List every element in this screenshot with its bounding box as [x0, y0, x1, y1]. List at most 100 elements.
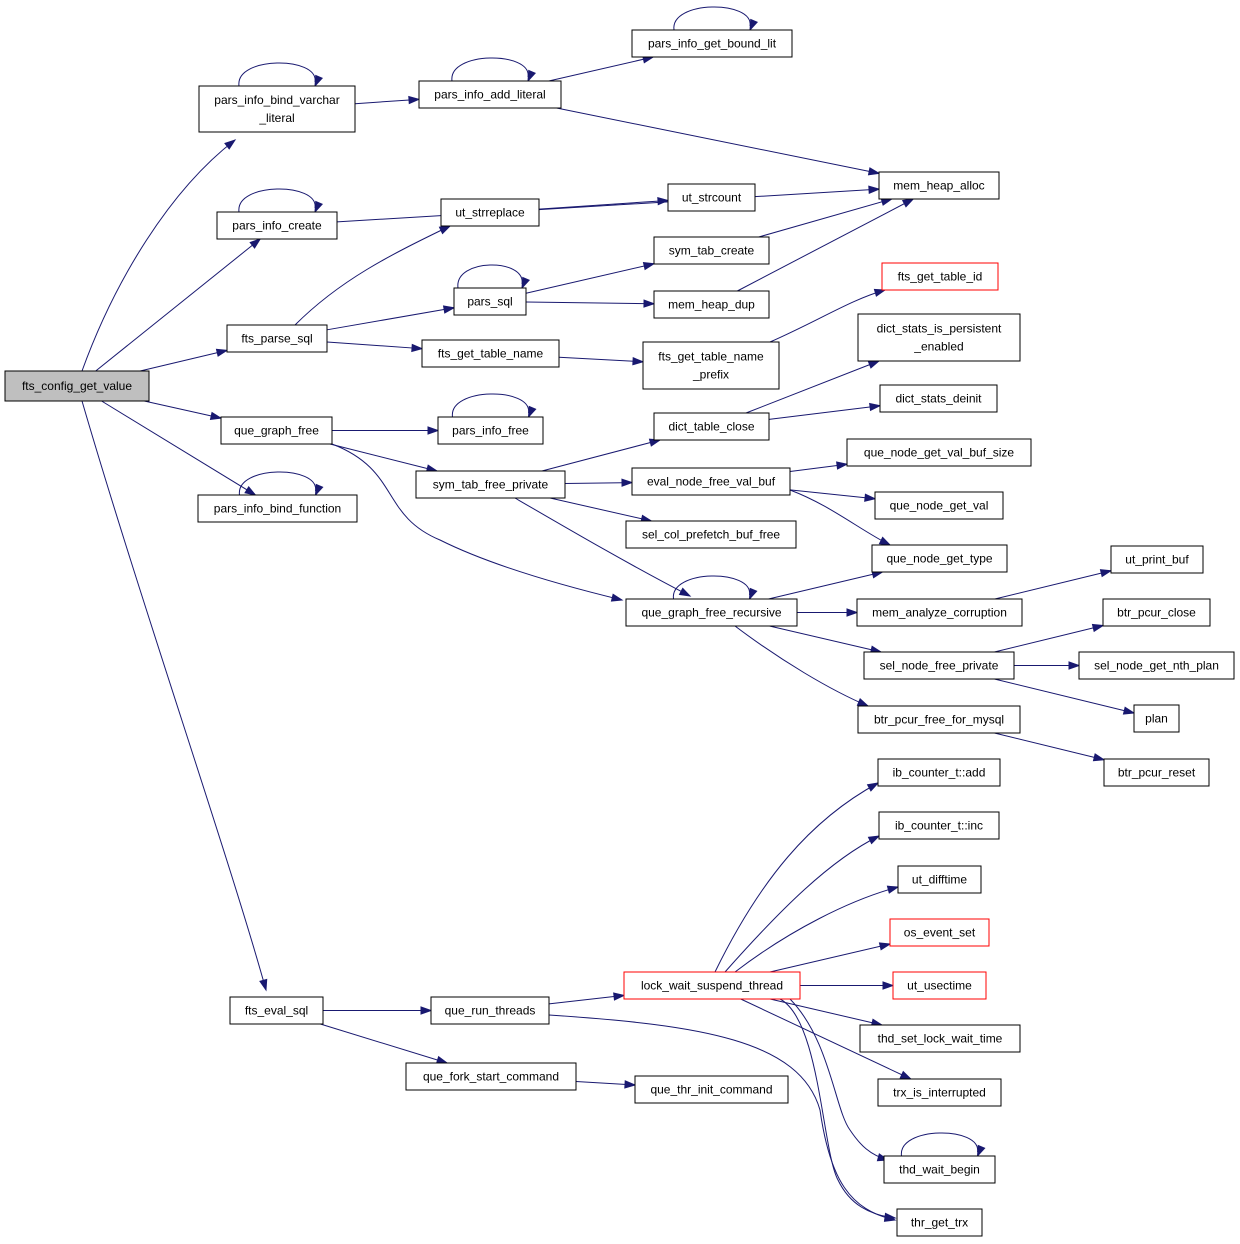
node-label: os_event_set	[904, 926, 976, 940]
node-box	[892, 971, 987, 1000]
call-edge	[672, 575, 751, 600]
node-sel-node-free-private[interactable]: sel_node_free_private	[863, 651, 1015, 680]
node-que-node-get-val-buf-size[interactable]: que_node_get_val_buf_size	[846, 438, 1032, 467]
node-pars-info-free[interactable]: pars_info_free	[437, 416, 544, 445]
node-sel-node-get-nth-plan[interactable]: sel_node_get_nth_plan	[1078, 651, 1235, 680]
node-label: btr_pcur_free_for_mysql	[874, 713, 1004, 727]
call-edge	[538, 199, 669, 210]
node-btr-pcur-close[interactable]: btr_pcur_close	[1102, 598, 1211, 627]
node-label: btr_pcur_close	[1117, 606, 1196, 620]
node-box	[226, 324, 328, 353]
node-box	[1133, 704, 1180, 733]
edge-arrowhead	[1099, 569, 1113, 578]
node-ut-strcount[interactable]: ut_strcount	[667, 183, 756, 212]
node-ib-counter-t-inc[interactable]: ib_counter_t::inc	[878, 811, 1000, 840]
edge-arrowhead	[621, 478, 634, 487]
call-edge	[238, 471, 317, 496]
node-eval-node-free-val-buf[interactable]: eval_node_free_val_buf	[631, 467, 791, 496]
edge-arrowhead	[846, 608, 859, 617]
node-dict-stats-deinit[interactable]: dict_stats_deinit	[879, 384, 998, 413]
node-pars-info-get-bound-lit[interactable]: pars_info_get_bound_lit	[631, 29, 793, 58]
node-dict-table-close[interactable]: dict_table_close	[653, 412, 770, 441]
node-label: fts_get_table_name	[658, 350, 764, 364]
node-box	[418, 80, 562, 109]
node-que-node-get-type[interactable]: que_node_get_type	[871, 544, 1008, 573]
node-fts-config-get-value[interactable]: fts_config_get_value	[4, 370, 150, 402]
node-fts-get-table-name-prefix[interactable]: fts_get_table_name_prefix	[642, 341, 780, 390]
call-edge	[769, 943, 891, 973]
node-label: ut_difftime	[912, 873, 967, 887]
node-label: fts_eval_sql	[245, 1004, 308, 1018]
call-edge	[548, 994, 625, 1005]
node-plan[interactable]: plan	[1133, 704, 1180, 733]
node-trx-is-interrupted[interactable]: trx_is_interrupted	[877, 1078, 1002, 1107]
node-box	[1110, 545, 1204, 574]
node-sel-col-prefetch-buf-free[interactable]: sel_col_prefetch_buf_free	[625, 520, 797, 549]
node-box	[846, 438, 1032, 467]
node-box	[871, 544, 1008, 573]
edge-arrowhead	[901, 198, 915, 208]
edge-arrowhead	[867, 167, 881, 176]
edge-arrowhead	[678, 587, 692, 597]
node-que-graph-free-recursive[interactable]: que_graph_free_recursive	[625, 598, 798, 627]
node-mem-analyze-corruption[interactable]: mem_analyze_corruption	[856, 598, 1023, 627]
node-box	[878, 171, 1000, 200]
edge-arrowhead	[856, 698, 870, 707]
node-fts-parse-sql[interactable]: fts_parse_sql	[226, 324, 328, 353]
edge-arrowhead	[866, 782, 880, 792]
node-thd-wait-begin[interactable]: thd_wait_begin	[883, 1155, 996, 1184]
node-label: mem_heap_alloc	[893, 179, 984, 193]
node-pars-info-bind-varchar-literal[interactable]: pars_info_bind_varchar_literal	[198, 85, 356, 133]
node-box	[220, 416, 333, 445]
node-btr-pcur-free-for-mysql[interactable]: btr_pcur_free_for_mysql	[857, 705, 1021, 734]
node-os-event-set[interactable]: os_event_set	[889, 918, 990, 947]
node-label: pars_info_create	[232, 219, 322, 233]
node-dict-stats-is-persistent-enabled[interactable]: dict_stats_is_persistent_enabled	[857, 313, 1021, 362]
node-box	[653, 290, 770, 319]
node-que-node-get-val[interactable]: que_node_get_val	[874, 491, 1004, 520]
node-label: que_graph_free	[234, 424, 319, 438]
call-edge	[734, 625, 869, 707]
node-fts-get-table-id[interactable]: fts_get_table_id	[881, 262, 999, 291]
call-edge	[514, 497, 691, 597]
function-nodes: fts_config_get_value pars_info_bind_varch…	[4, 29, 1235, 1237]
node-pars-sql[interactable]: pars_sql	[453, 287, 527, 316]
node-mem-heap-dup[interactable]: mem_heap_dup	[653, 290, 770, 319]
node-label: eval_node_free_val_buf	[647, 475, 776, 489]
node-fts-get-table-name[interactable]: fts_get_table_name	[421, 339, 560, 368]
node-box	[1078, 651, 1235, 680]
node-pars-info-create[interactable]: pars_info_create	[216, 211, 338, 240]
node-pars-info-bind-function[interactable]: pars_info_bind_function	[197, 494, 358, 523]
node-pars-info-add-literal[interactable]: pars_info_add_literal	[418, 80, 562, 109]
edge-arrowhead	[209, 411, 223, 420]
call-edge	[451, 57, 529, 82]
node-ut-usectime[interactable]: ut_usectime	[892, 971, 987, 1000]
node-ut-strreplace[interactable]: ut_strreplace	[440, 198, 540, 227]
node-box	[859, 1024, 1021, 1053]
edge-arrowhead	[314, 483, 324, 497]
call-edge	[556, 107, 880, 174]
node-que-thr-init-command[interactable]: que_thr_init_command	[634, 1075, 789, 1104]
node-que-fork-start-command[interactable]: que_fork_start_command	[405, 1062, 577, 1091]
node-label: trx_is_interrupted	[893, 1086, 986, 1100]
node-ib-counter-t-add[interactable]: ib_counter_t::add	[877, 758, 1001, 787]
node-mem-heap-alloc[interactable]: mem_heap_alloc	[878, 171, 1000, 200]
node-que-graph-free[interactable]: que_graph_free	[220, 416, 333, 445]
edge-arrowhead	[314, 200, 324, 214]
node-box	[1103, 758, 1210, 787]
call-edge	[769, 625, 882, 653]
node-ut-print-buf[interactable]: ut_print_buf	[1110, 545, 1204, 574]
node-thr-get-trx[interactable]: thr_get_trx	[896, 1208, 983, 1237]
node-btr-pcur-reset[interactable]: btr_pcur_reset	[1103, 758, 1210, 787]
node-label: lock_wait_suspend_thread	[641, 979, 783, 993]
node-label: fts_get_table_id	[898, 270, 983, 284]
node-lock-wait-suspend-thread[interactable]: lock_wait_suspend_thread	[623, 971, 801, 1000]
node-thd-set-lock-wait-time[interactable]: thd_set_lock_wait_time	[859, 1024, 1021, 1053]
node-sym-tab-free-private[interactable]: sym_tab_free_private	[415, 470, 566, 499]
node-ut-difftime[interactable]: ut_difftime	[897, 865, 982, 894]
node-fts-eval-sql[interactable]: fts_eval_sql	[229, 996, 324, 1025]
node-sym-tab-create[interactable]: sym_tab_create	[653, 236, 770, 265]
node-que-run-threads[interactable]: que_run_threads	[430, 996, 550, 1025]
node-box	[415, 470, 566, 499]
edge-arrowhead	[748, 587, 758, 601]
